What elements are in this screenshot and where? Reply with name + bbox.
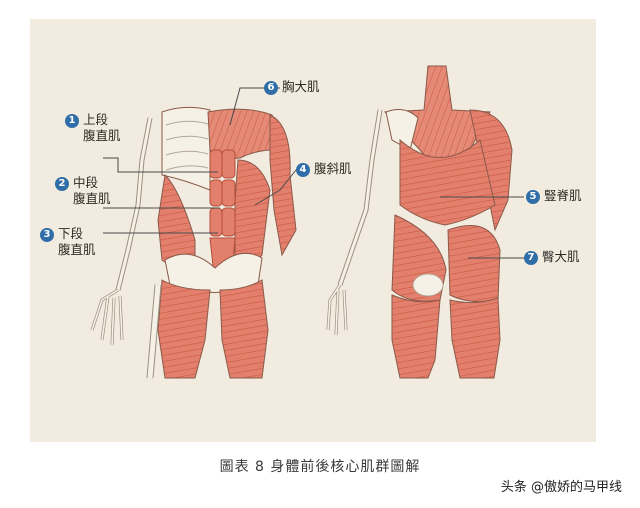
label-lower-rectus-abdominis: 下段 腹直肌 — [58, 226, 96, 258]
label-erector-spinae: 豎脊肌 — [544, 188, 582, 204]
back-figure — [326, 65, 513, 379]
callout-number-4: 4 — [296, 163, 310, 177]
label-middle-rectus-abdominis: 中段 腹直肌 — [73, 175, 111, 207]
label-line: 下段 — [58, 226, 84, 241]
callout-number-2: 2 — [55, 177, 69, 191]
watermark: 头条 @傲娇的马甲线 — [500, 480, 622, 495]
label-line: 腹斜肌 — [314, 161, 352, 176]
label-line: 豎脊肌 — [544, 188, 582, 203]
label-line: 腹直肌 — [73, 191, 111, 206]
figure-caption: 圖表 8 身體前後核心肌群圖解 — [219, 459, 421, 475]
label-obliques: 腹斜肌 — [314, 161, 352, 177]
callout-number-3: 3 — [40, 228, 54, 242]
label-gluteus-maximus: 臀大肌 — [542, 249, 580, 265]
label-line: 中段 — [73, 175, 99, 190]
label-line: 上段 — [83, 112, 109, 127]
callout-number-5: 5 — [526, 190, 540, 204]
label-pectoralis-major: 胸大肌 — [282, 79, 320, 95]
illustration-panel — [30, 19, 596, 442]
callout-number-7: 7 — [524, 251, 538, 265]
label-line: 胸大肌 — [282, 79, 320, 94]
label-upper-rectus-abdominis: 上段 腹直肌 — [83, 112, 121, 144]
front-figure — [90, 106, 297, 379]
label-line: 腹直肌 — [83, 128, 121, 143]
label-line: 腹直肌 — [58, 242, 96, 257]
callout-number-6: 6 — [264, 81, 278, 95]
callout-number-1: 1 — [65, 114, 79, 128]
label-line: 臀大肌 — [542, 249, 580, 264]
